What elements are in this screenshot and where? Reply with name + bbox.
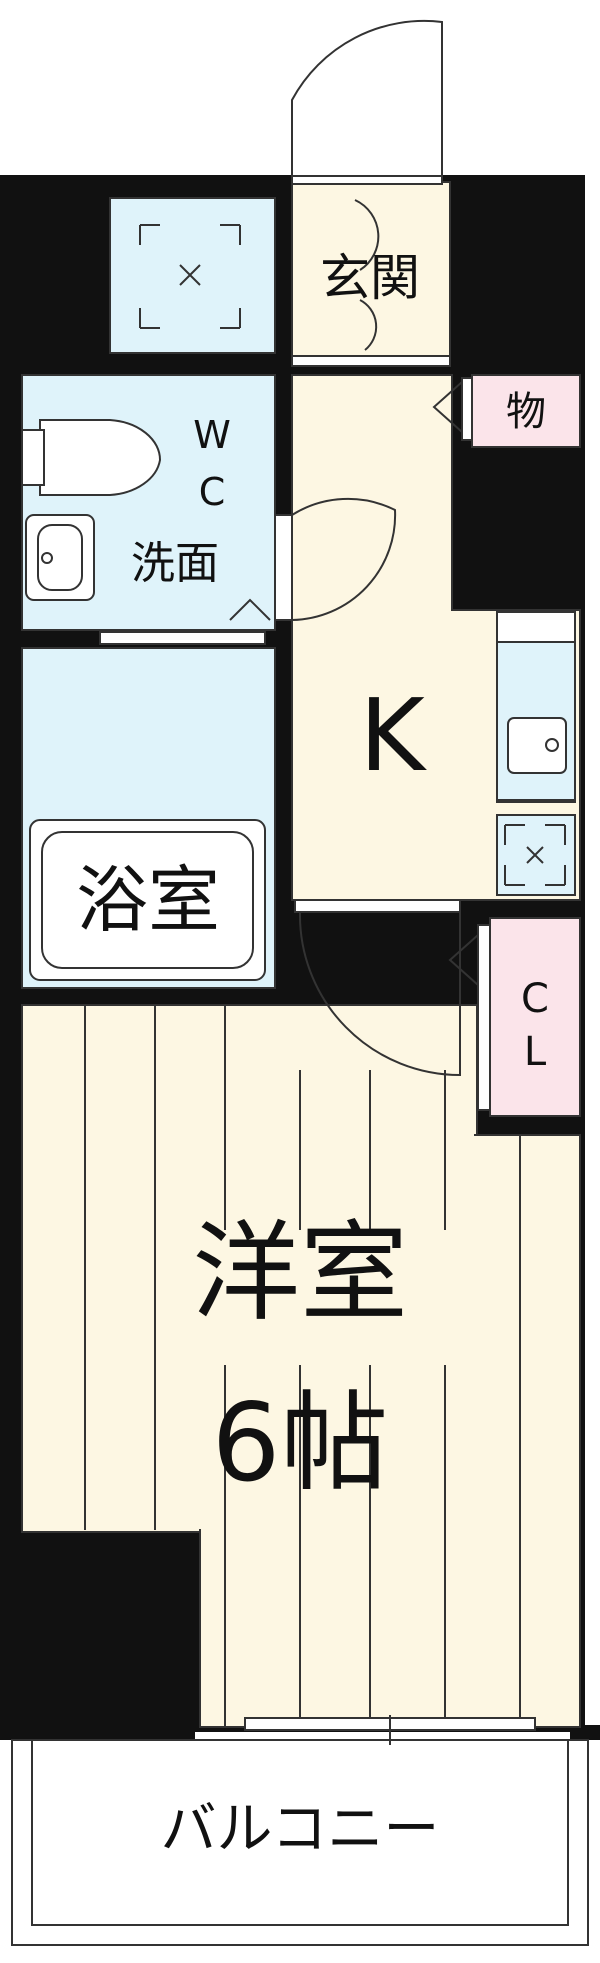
entrance-label: 玄関 [320,249,420,307]
kitchen-counter [496,611,576,896]
room-door [294,899,461,1077]
kitchen-seam-cover [442,611,462,899]
closet-door [448,924,491,1111]
bathtub [29,819,266,981]
wc-label-2: C [199,470,226,514]
bathroom-label: 浴室 [76,858,220,942]
shoe-cabinet [109,197,276,354]
western-room-floor-right [474,1134,581,1728]
floor-seam-cover [201,1136,485,1726]
kitchen-label: K [359,677,427,794]
western-room-floor [21,1004,478,1533]
balcony-label: バルコニー [161,1797,440,1862]
room-fills [21,181,581,1728]
balcony [11,1715,589,1946]
storage-label: 物 [506,389,546,435]
western-room-floor-lower [199,1529,481,1728]
room-labels: 玄関 物 W C 洗面 K 浴室 C L 洋室 6帖 バルコニー [76,249,549,1862]
storage-area [471,374,581,448]
western-room-label: 洋室 [192,1211,408,1336]
kitchen-floor [291,374,453,901]
bath-separator [99,631,266,645]
washroom-label: 洗面 [131,538,219,589]
flooring-lines [84,1005,521,1727]
toilet [21,419,162,496]
front-door [291,19,443,185]
entrance-step [291,199,451,367]
wc-label-1: W [193,413,231,457]
closet-area [489,917,581,1117]
storage-door [432,377,473,441]
closet-label-1: C [521,976,549,1022]
wash-basin [25,514,95,601]
closet-label-2: L [524,1029,547,1075]
western-room-size-label: 6帖 [212,1381,389,1506]
washroom-door [229,497,397,621]
shoe-cabinet-marks [139,224,241,329]
